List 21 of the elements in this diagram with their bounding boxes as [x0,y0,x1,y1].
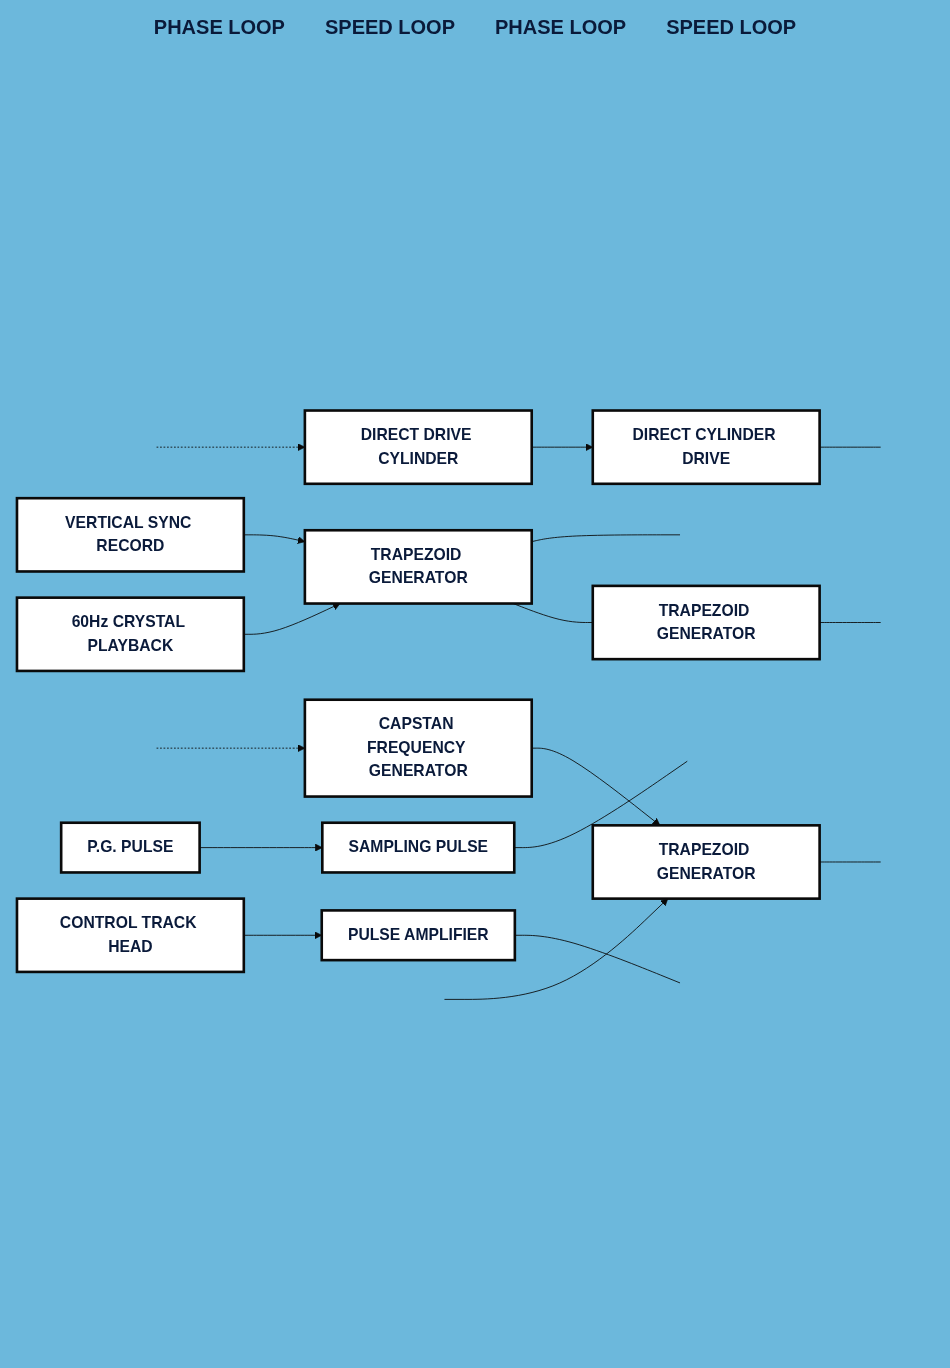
node-box: TRAPEZOID GENERATOR [303,528,533,605]
node-box: DIRECT CYLINDER DRIVE [591,409,821,486]
node-box: TRAPEZOID GENERATOR [591,824,821,900]
connector [514,934,681,984]
node-box: CAPSTAN FREQUENCY GENERATOR [303,698,533,798]
node-box: SAMPLING PULSE [321,821,516,874]
loop-label: SPEED LOOP [324,16,455,39]
loop-label: PHASE LOOP [153,16,285,39]
loop-label: PHASE LOOP [495,16,627,39]
node-box: CONTROL TRACK HEAD [15,897,246,974]
node-box: TRAPEZOID GENERATOR [591,584,821,661]
node-box: 60Hz CRYSTAL PLAYBACK [15,596,246,673]
node-box: PULSE AMPLIFIER [320,909,517,962]
node-box: P.G. PULSE [59,821,201,874]
connector [819,622,882,623]
connector [531,534,681,543]
node-box: VERTICAL SYNC RECORD [15,496,246,573]
connector [819,861,882,863]
loop-label: SPEED LOOP [666,16,797,39]
node-box: DIRECT DRIVE CYLINDER [303,409,533,486]
connector [819,446,882,448]
